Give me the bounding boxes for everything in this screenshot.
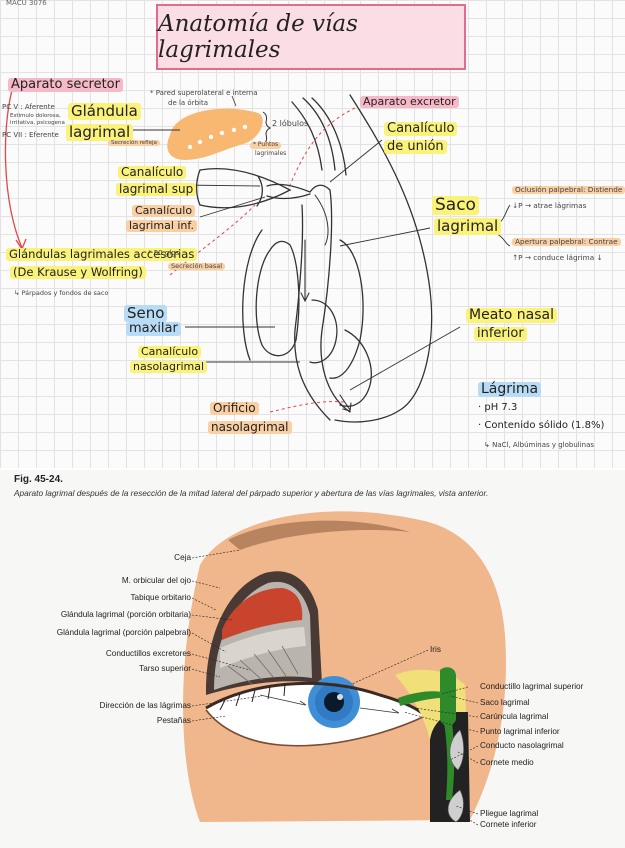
lobulos-label: 2 lóbulos [272, 119, 309, 128]
label-conductillo-superior: Conductillo lagrimal superior [480, 682, 584, 691]
label-orbicular: M. orbicular del ojo [121, 576, 191, 585]
glandula-lagrimal-label-2: lagrimal [66, 124, 134, 141]
label-ceja: Ceja [174, 553, 191, 562]
nose-outline [334, 94, 433, 423]
label-pliegue: Pliegue lagrimal [480, 809, 539, 818]
orificio-2: nasolagrimal [208, 420, 292, 435]
label-iris: Iris [430, 645, 441, 654]
anatomy-illustration [183, 511, 506, 826]
sinus-sketch [255, 240, 300, 357]
eye-sketch [199, 168, 292, 209]
label-pestanas: Pestañas [156, 716, 191, 725]
saco-2: lagrimal [434, 218, 502, 235]
meato-1: Meato nasal [466, 307, 557, 324]
label-tarso: Tarso superior [139, 664, 191, 673]
orificio-1: Orificio [210, 401, 259, 416]
lacrimal-sketch [4, 89, 511, 423]
aparato-secretor-label: Aparato secretor [8, 77, 123, 93]
label-glandula-orbitaria: Glándula lagrimal (porción orbitaria) [60, 610, 191, 619]
ph-label: · pH 7.3 [478, 402, 518, 413]
gland-palpebral [220, 627, 306, 668]
apertura-2: ↑P → conduce lágrima ↓ [512, 253, 603, 262]
oclusion-2: ↓P → atrae lágrimas [512, 201, 587, 210]
contenido-note: ↳ NaCl, Albúminas y globulinas [484, 441, 595, 449]
oclusion-1: Oclusión palpebral: Distiende [512, 185, 625, 195]
canaliculi [398, 691, 442, 706]
label-tabique: Tabique orbitario [130, 593, 191, 602]
duct-sketch [309, 184, 351, 413]
parpados-note: ↳ Párpados y fondos de saco [14, 289, 109, 297]
label-caruncula: Carúncula lagrimal [480, 712, 549, 721]
label-punto-inferior: Punto lagrimal inferior [480, 727, 560, 736]
label-glandula-palpebral: Glándula lagrimal (porción palpebral) [56, 628, 191, 637]
gland-sketch [167, 108, 263, 160]
puntos-1: * Puntos [250, 141, 282, 149]
label-saco: Saco lagrimal [480, 698, 530, 707]
pc7-label: PC VII : Eferente [2, 131, 59, 139]
pc5-note-1: Estimulo dolorosa, [10, 113, 61, 119]
cincuenta-note: * 50 glgs [148, 249, 180, 257]
canaliculo-naso-1: Canalículo [138, 345, 202, 359]
pc5-label: PC V : Aferente [2, 103, 55, 111]
glandulas-acc-1: Glándulas lagrimales accesorias [6, 248, 198, 261]
canaliculo-inf-2: lagrimal inf. [126, 219, 197, 233]
contenido-label: · Contenido sólido (1.8%) [478, 420, 605, 431]
canaliculo-naso-2: nasolagrimal [130, 360, 208, 374]
canaliculo-inf-1: Canalículo [132, 204, 196, 218]
puntos-2: lagrimales [255, 150, 287, 157]
canaliculo-union-1: Canalículo [384, 121, 458, 137]
seno-1: Seno [124, 305, 168, 322]
canaliculo-union-2: de unión [384, 139, 447, 155]
lagrima-title: Lágrima [478, 381, 542, 398]
secrecion-basal: Secreción basal [168, 262, 226, 271]
apertura-1: Apertura palpebral: Contrae [512, 237, 621, 247]
gland-orbital [222, 588, 303, 640]
aparato-excretor-label: Aparato excretor [360, 95, 459, 109]
eyebrow [228, 520, 410, 550]
figure-number: Fig. 45-24. [14, 474, 63, 485]
pc5-note-2: irritativa, psicogena [10, 120, 65, 126]
lacrimal-sac [440, 667, 456, 726]
label-cornete-inferior: Cornete inferior [480, 820, 537, 829]
seno-2: maxilar [126, 321, 181, 337]
pared-note-2: de la órbita [168, 99, 209, 107]
canaliculo-sup-2: lagrimal sup [116, 182, 197, 197]
secrecion-refleja: Secreción refleja [108, 140, 160, 147]
inferior-turbinate [447, 789, 464, 823]
label-cornete-medio: Cornete medio [480, 758, 534, 767]
glandulas-acc-2: (De Krause y Wolfring) [10, 266, 146, 279]
corner-code: MACU 3076 [6, 0, 47, 7]
glandula-lagrimal-label-1: Glándula [68, 103, 141, 120]
pared-note-1: * Pared superolateral e interna [150, 89, 258, 97]
label-conductillos: Conductillos excretores [105, 649, 191, 658]
title-box: Anatomía de vías lagrimales [156, 4, 466, 70]
figure-panel: Fig. 45-24. Aparato lagrimal después de … [0, 470, 625, 848]
page-title: Anatomía de vías lagrimales [158, 11, 358, 63]
saco-1: Saco [432, 196, 479, 215]
label-conducto-nasolagrimal: Conducto nasolagrimal [480, 741, 564, 750]
figure-caption: Aparato lagrimal después de la resección… [14, 488, 489, 498]
notes-panel: MACU 3076 Anatomía de vías lagrimales [0, 0, 625, 468]
middle-turbinate [449, 729, 464, 771]
label-direccion: Dirección de las lágrimas [99, 701, 191, 710]
meato-2: inferior [474, 326, 527, 342]
canaliculo-sup-1: Canalículo [118, 165, 187, 180]
